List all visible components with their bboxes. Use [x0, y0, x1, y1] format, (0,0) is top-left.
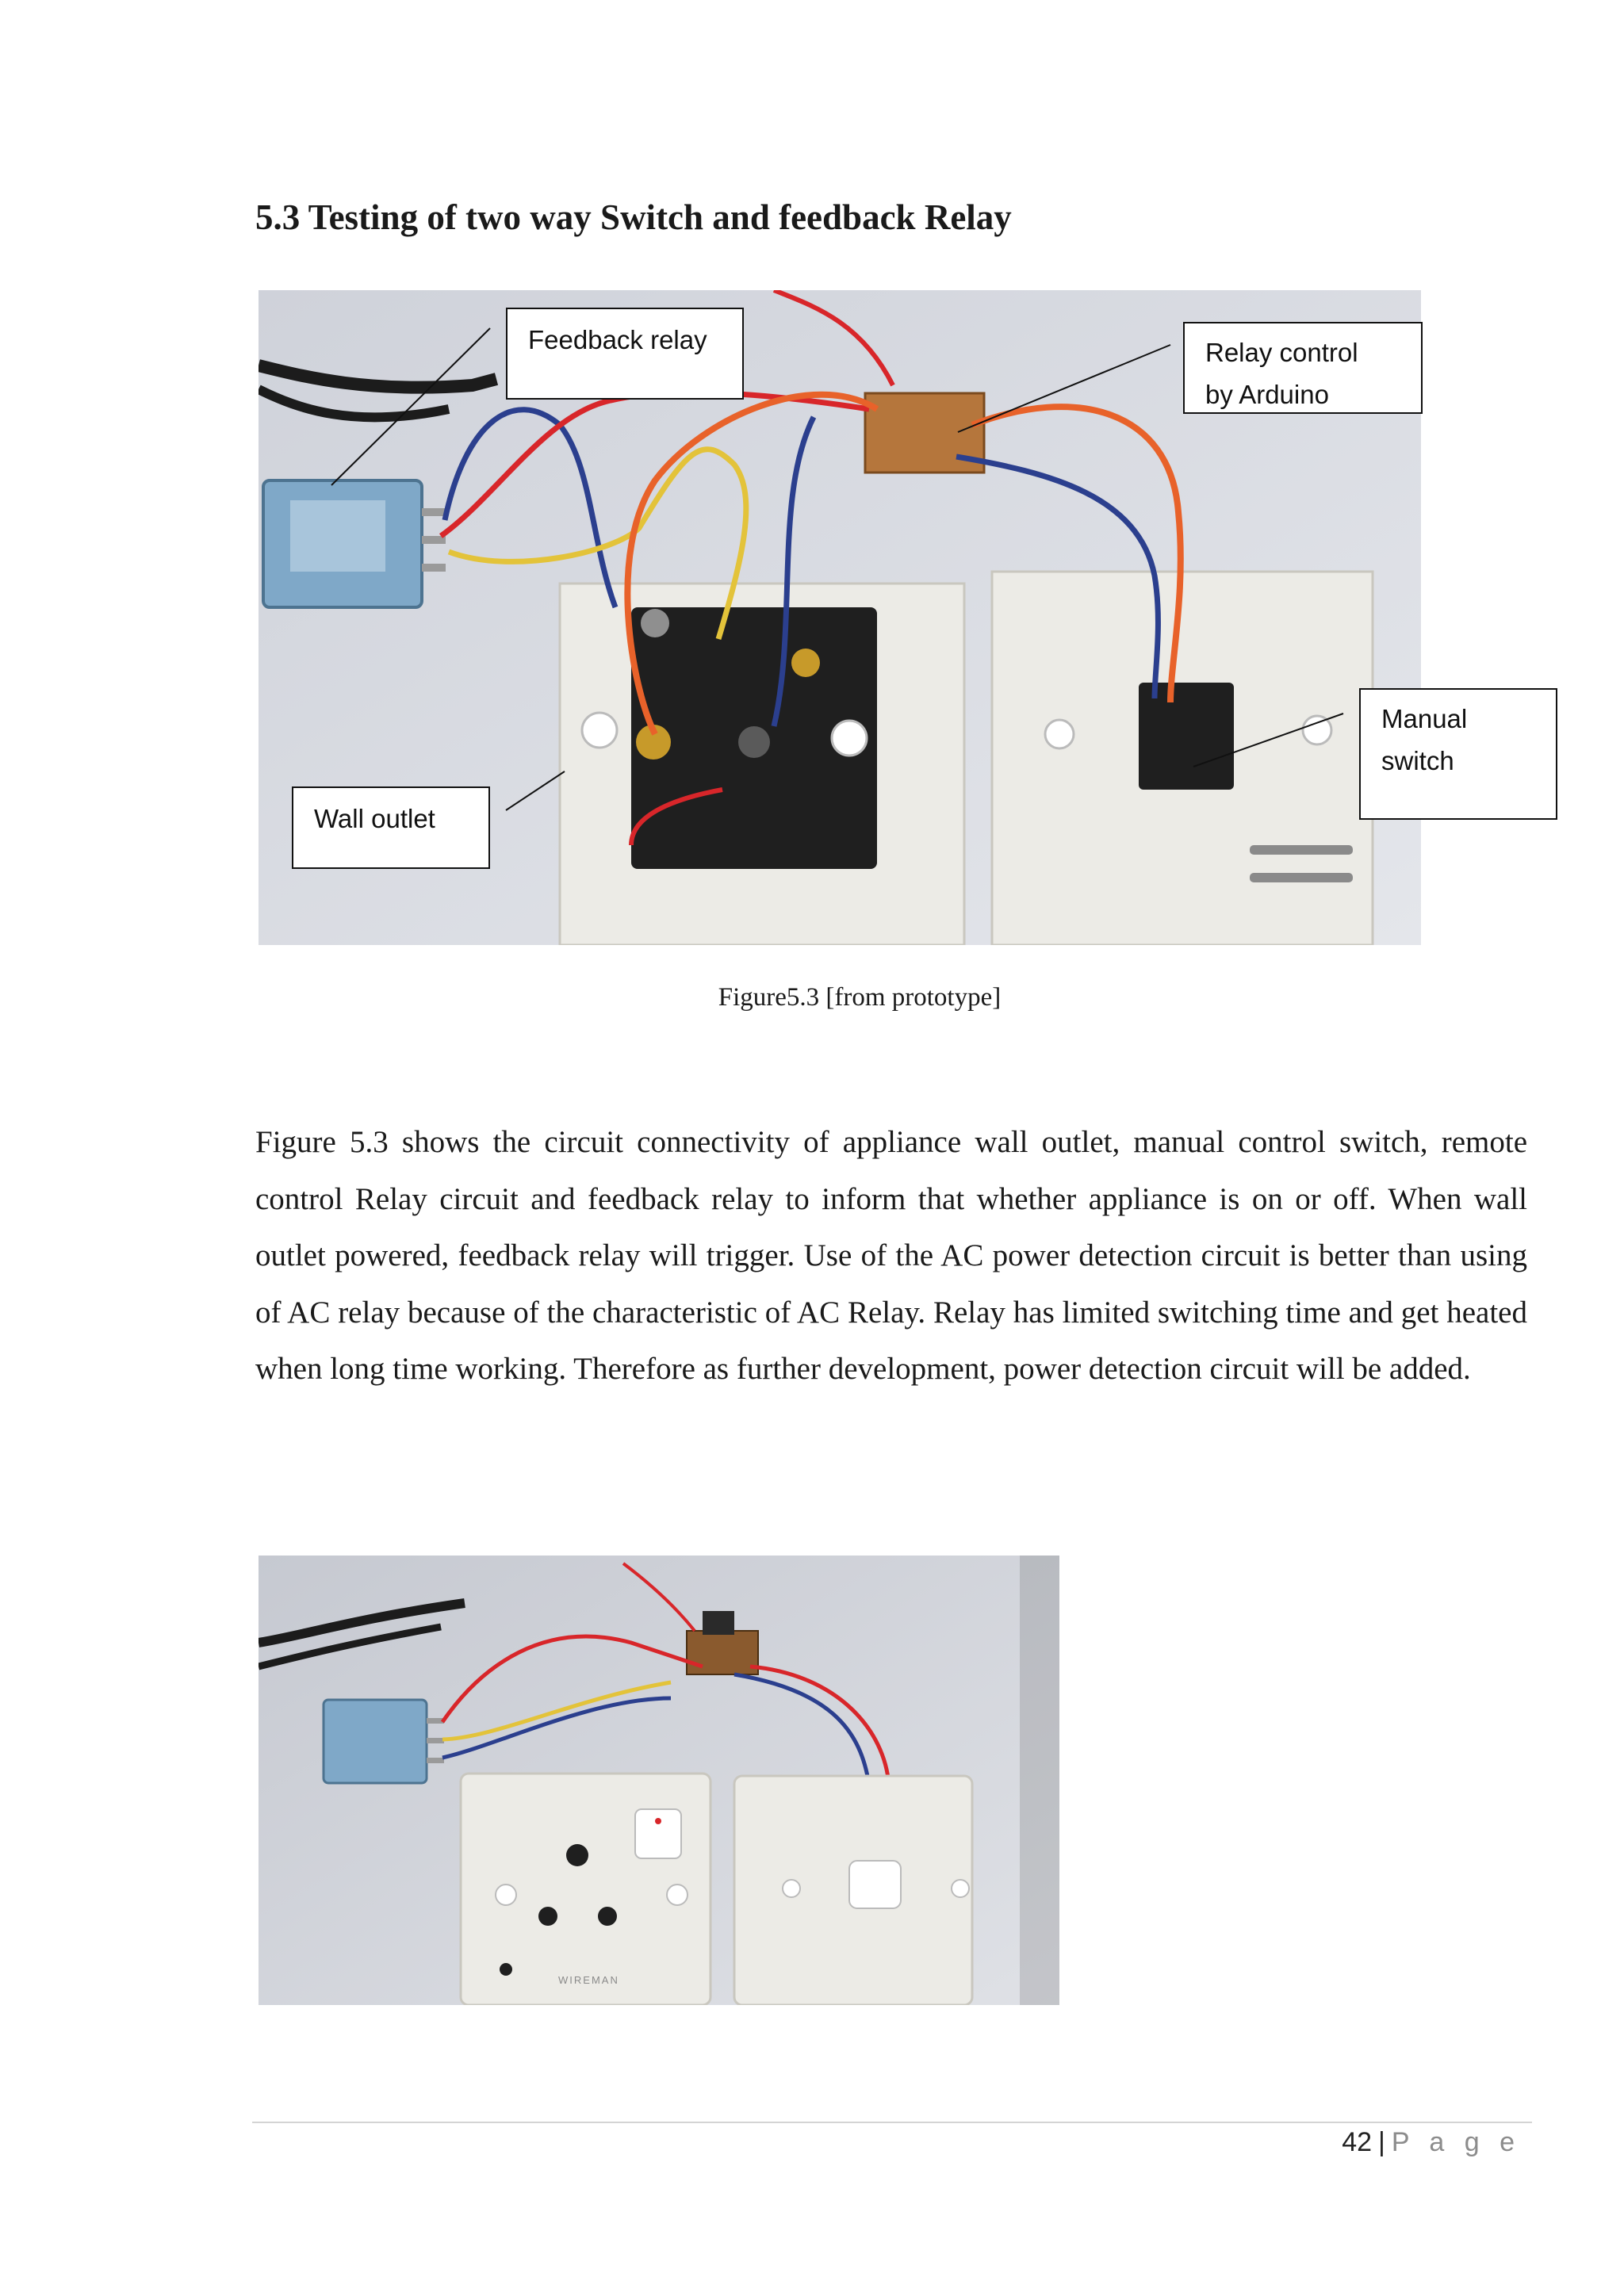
callout-feedback-relay: Feedback relay	[506, 308, 744, 400]
section-heading: 5.3 Testing of two way Switch and feedba…	[255, 197, 1012, 237]
callout-manual-switch-line-2: switch	[1381, 746, 1454, 775]
callout-manual-switch: Manual switch	[1359, 688, 1557, 820]
callout-wall-outlet-label: Wall outlet	[314, 804, 435, 833]
body-paragraph: Figure 5.3 shows the circuit connectivit…	[255, 1125, 1527, 1386]
page-label: P a g e	[1391, 2127, 1521, 2157]
callout-feedback-relay-label: Feedback relay	[528, 325, 707, 354]
page-number: 42	[1342, 2127, 1373, 2157]
callout-relay-control-line-2: by Arduino	[1205, 380, 1329, 409]
callout-wall-outlet: Wall outlet	[292, 786, 490, 869]
prototype-photo-assembled: WIREMAN	[259, 1556, 1059, 2005]
faceplate-brand-text: WIREMAN	[558, 1974, 619, 1986]
page-footer: 42|P a g e	[1342, 2127, 1521, 2158]
callout-relay-control-line-1: Relay control	[1205, 338, 1358, 367]
footer-rule	[252, 2122, 1532, 2123]
callout-relay-control: Relay control by Arduino	[1183, 322, 1423, 414]
figure-caption: Figure5.3 [from prototype]	[718, 983, 1002, 1012]
callout-manual-switch-line-1: Manual	[1381, 704, 1468, 733]
footer-separator: |	[1378, 2127, 1385, 2157]
